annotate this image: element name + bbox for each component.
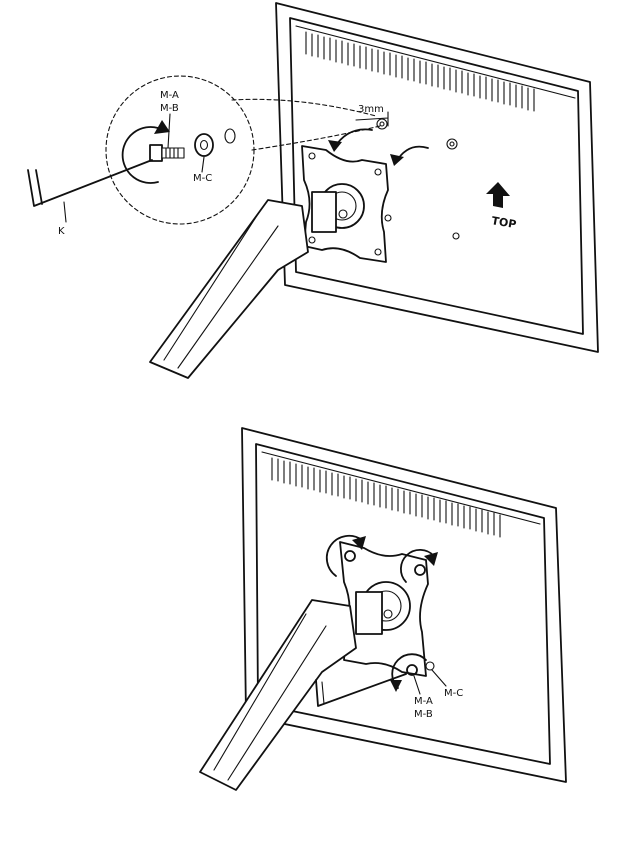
screw <box>399 549 438 583</box>
gap-dimension <box>355 111 389 127</box>
hole <box>224 128 236 144</box>
step2-illustration: M-A M-B M-C <box>199 427 567 791</box>
washer <box>194 133 214 157</box>
label-ma: M-A <box>160 90 179 101</box>
monitor-arm <box>149 199 309 379</box>
mount-hole <box>446 138 458 150</box>
mount-hole <box>452 232 460 240</box>
vent-slots <box>271 457 501 538</box>
label-gap: 3mm <box>358 104 384 115</box>
vesa-plate <box>339 541 429 677</box>
vesa-plate <box>301 145 389 263</box>
hex-key-icon <box>27 159 153 223</box>
screw <box>325 534 366 577</box>
step1-illustration: TOP M-A M-B <box>27 2 599 379</box>
detail-callout <box>105 75 389 225</box>
up-arrow-icon <box>486 182 510 208</box>
washer <box>425 661 435 671</box>
hex-key-icon <box>315 673 407 707</box>
vent-slots <box>305 31 535 112</box>
arrow-head <box>390 154 404 166</box>
label-mb: M-B <box>414 709 433 720</box>
top-label: TOP <box>490 214 517 231</box>
label-ma: M-A <box>414 696 433 707</box>
bolt-shaft <box>161 147 185 159</box>
mount-hole <box>376 118 388 130</box>
label-mc: M-C <box>444 688 463 699</box>
rotate-arrow-icon <box>121 126 159 184</box>
monitor-back-panel <box>275 2 599 353</box>
label-mc: M-C <box>193 173 212 184</box>
monitor-arm <box>199 599 357 791</box>
mount-hole <box>384 214 392 222</box>
arrow-head <box>328 140 342 152</box>
label-mb: M-B <box>160 103 179 114</box>
screw <box>390 653 427 692</box>
label-k: K <box>58 226 65 237</box>
